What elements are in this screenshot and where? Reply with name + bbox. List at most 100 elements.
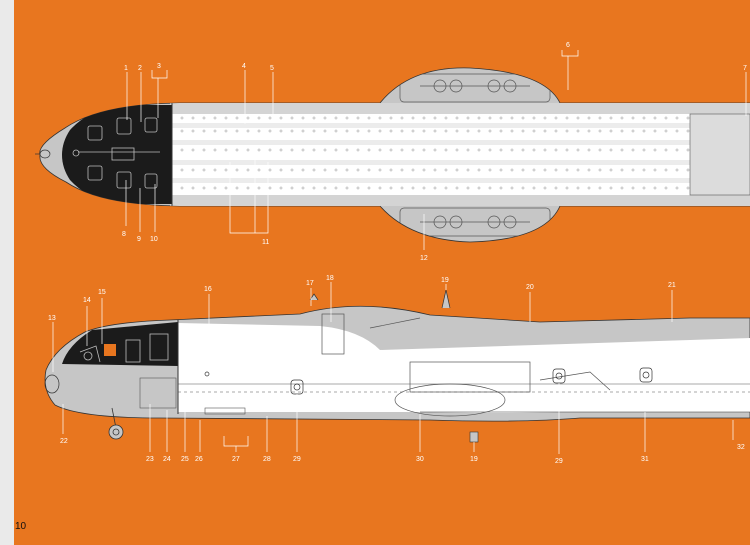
tie-down-point — [532, 186, 536, 190]
tie-down-point — [521, 186, 525, 190]
tie-down-point — [367, 116, 371, 120]
callout-top-10: 10 — [150, 236, 158, 243]
tie-down-point — [642, 168, 646, 172]
tie-down-point — [499, 148, 503, 152]
tie-down-point — [378, 148, 382, 152]
tie-down-point — [576, 186, 580, 190]
tie-down-point — [389, 129, 393, 133]
tie-down-point — [587, 186, 591, 190]
tie-down-point — [411, 129, 415, 133]
tie-down-point — [653, 116, 657, 120]
tie-down-point — [257, 186, 261, 190]
tie-down-point — [389, 116, 393, 120]
side-cargo-hold — [178, 323, 750, 413]
tie-down-point — [565, 116, 569, 120]
tie-down-point — [213, 129, 217, 133]
callout-top-8: 8 — [122, 231, 126, 238]
tie-down-point — [510, 116, 514, 120]
tie-down-point — [224, 186, 228, 190]
tie-down-point — [400, 129, 404, 133]
tie-down-point — [477, 129, 481, 133]
tie-down-point — [444, 129, 448, 133]
tie-down-point — [565, 129, 569, 133]
tie-down-point — [466, 168, 470, 172]
side-view-callouts: 13 14 15 16 17 18 19 20 21 22 23 24 25 2… — [48, 275, 745, 465]
tie-down-point — [510, 129, 514, 133]
callout-side-28: 28 — [263, 456, 271, 463]
tie-down-point — [653, 148, 657, 152]
tie-down-point — [279, 129, 283, 133]
callout-side-29b: 29 — [555, 458, 563, 465]
tie-down-point — [191, 186, 195, 190]
tie-down-point — [268, 168, 272, 172]
tie-down-point — [422, 148, 426, 152]
tie-down-point — [257, 116, 261, 120]
tie-down-point — [202, 116, 206, 120]
tie-down-point — [477, 116, 481, 120]
tie-down-point — [620, 116, 624, 120]
tie-down-point — [455, 186, 459, 190]
tie-down-point — [411, 148, 415, 152]
tie-down-point — [334, 148, 338, 152]
tie-down-point — [400, 148, 404, 152]
tie-down-point — [290, 148, 294, 152]
tie-down-point — [257, 148, 261, 152]
tie-down-point — [444, 148, 448, 152]
tie-down-point — [323, 186, 327, 190]
callout-top-9: 9 — [137, 236, 141, 243]
tie-down-point — [664, 116, 668, 120]
tie-down-point — [213, 186, 217, 190]
tie-down-point — [246, 129, 250, 133]
tie-down-point — [499, 116, 503, 120]
tie-down-point — [345, 168, 349, 172]
tie-down-point — [356, 148, 360, 152]
tie-down-point — [598, 186, 602, 190]
tie-down-point — [543, 116, 547, 120]
tie-down-point — [202, 186, 206, 190]
tie-down-point — [268, 116, 272, 120]
callout-top-12: 12 — [420, 255, 428, 262]
tie-down-point — [466, 129, 470, 133]
tie-down-point — [587, 168, 591, 172]
tie-down-point — [202, 168, 206, 172]
tie-down-point — [488, 186, 492, 190]
tie-down-point — [279, 116, 283, 120]
tie-down-point — [246, 168, 250, 172]
tie-down-point — [444, 168, 448, 172]
tie-down-point — [268, 129, 272, 133]
tie-down-point — [191, 116, 195, 120]
tie-down-point — [675, 168, 679, 172]
callout-side-19b: 19 — [470, 456, 478, 463]
tie-down-point — [400, 168, 404, 172]
tie-down-point — [257, 129, 261, 133]
callout-side-24: 24 — [163, 456, 171, 463]
tie-down-point — [477, 168, 481, 172]
side-cockpit — [62, 322, 178, 366]
tie-down-point — [400, 116, 404, 120]
callout-side-18: 18 — [326, 275, 334, 282]
tie-down-point — [455, 168, 459, 172]
tie-down-point — [576, 129, 580, 133]
tie-down-point — [235, 148, 239, 152]
callout-top-6: 6 — [566, 42, 570, 49]
tie-down-point — [290, 168, 294, 172]
tie-down-point — [675, 148, 679, 152]
tie-down-point — [488, 129, 492, 133]
tie-down-point — [642, 116, 646, 120]
tie-down-point — [213, 168, 217, 172]
tie-down-point — [301, 168, 305, 172]
tie-down-point — [675, 116, 679, 120]
tie-down-point — [554, 148, 558, 152]
tie-down-point — [180, 168, 184, 172]
tie-down-point — [411, 168, 415, 172]
tie-down-point — [378, 116, 382, 120]
tie-down-point — [499, 186, 503, 190]
callout-side-14: 14 — [83, 297, 91, 304]
tie-down-point — [620, 148, 624, 152]
tie-down-point — [246, 186, 250, 190]
tie-down-point — [235, 186, 239, 190]
tie-down-point — [235, 129, 239, 133]
tie-down-point — [301, 186, 305, 190]
tie-down-point — [180, 148, 184, 152]
